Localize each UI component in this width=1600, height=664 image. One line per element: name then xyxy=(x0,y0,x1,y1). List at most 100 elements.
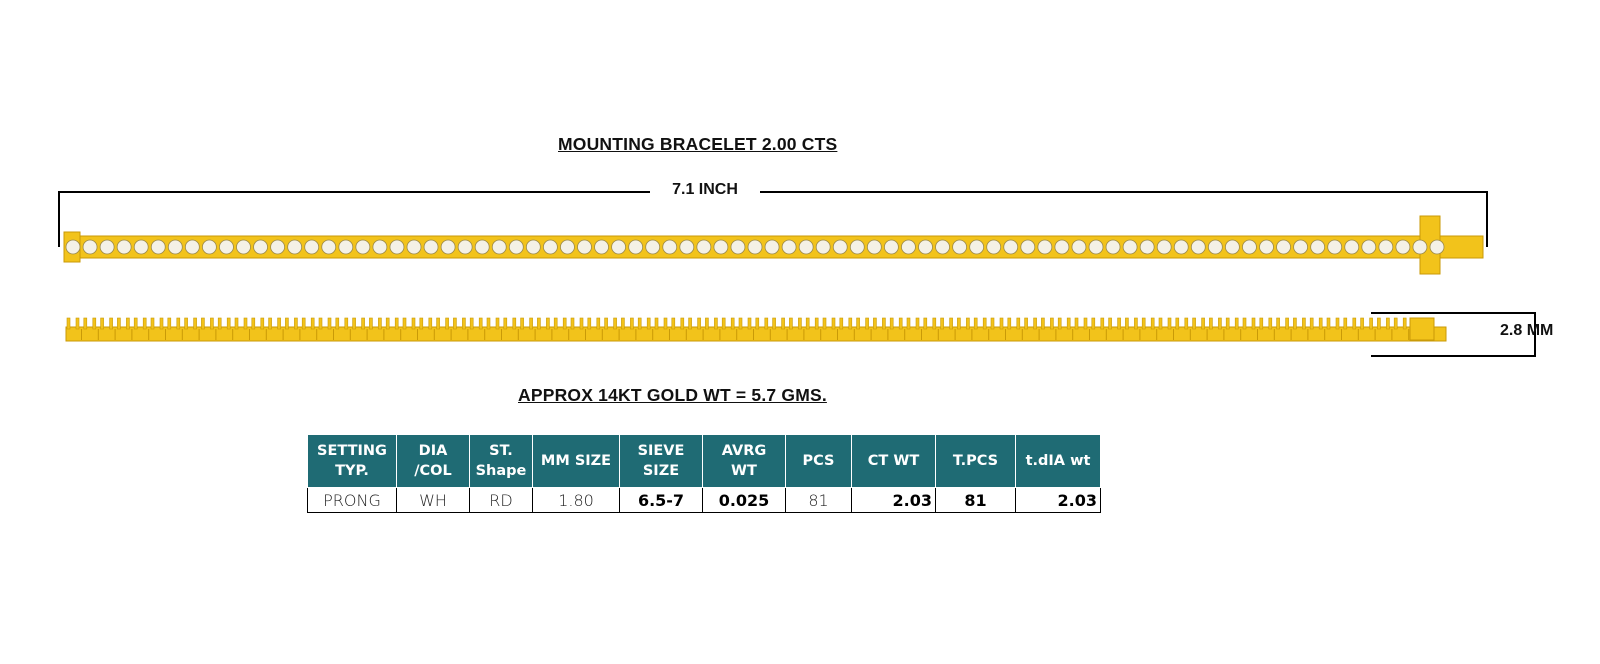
prong xyxy=(1033,317,1037,330)
prong xyxy=(210,317,214,330)
prong xyxy=(251,317,256,330)
stone xyxy=(423,239,439,255)
prong xyxy=(705,317,709,330)
stone xyxy=(628,239,644,255)
bracelet-top-view xyxy=(63,215,1484,275)
prong xyxy=(1242,317,1247,330)
prong xyxy=(949,317,953,330)
stone xyxy=(116,239,132,255)
stone xyxy=(1412,239,1428,255)
stone xyxy=(133,239,149,255)
stone xyxy=(1344,239,1360,255)
prong xyxy=(671,317,676,330)
prong xyxy=(923,317,928,330)
prong xyxy=(1150,317,1155,330)
stone xyxy=(253,239,268,255)
prong xyxy=(234,317,239,330)
prong xyxy=(646,317,651,330)
prong xyxy=(75,317,80,330)
prong xyxy=(848,317,853,330)
prong xyxy=(109,317,113,330)
header-ct-wt: CT WT xyxy=(851,434,936,488)
stone xyxy=(560,239,575,255)
prong xyxy=(1016,317,1021,330)
prong xyxy=(1057,317,1062,330)
length-dimension-label: 7.1 INCH xyxy=(650,181,760,199)
prong xyxy=(1369,317,1373,330)
prong xyxy=(419,317,424,330)
prong xyxy=(503,317,508,330)
prong xyxy=(1158,317,1163,330)
prong xyxy=(294,317,298,330)
prong xyxy=(1134,317,1138,330)
prong xyxy=(596,317,601,330)
stone xyxy=(832,239,848,255)
prong xyxy=(957,317,961,330)
prong xyxy=(999,317,1004,330)
prong xyxy=(730,317,735,330)
prong xyxy=(1167,317,1172,330)
prong xyxy=(1268,317,1273,330)
stone xyxy=(1020,239,1036,255)
prong xyxy=(1209,317,1213,330)
stone xyxy=(781,239,797,255)
prong xyxy=(798,317,802,330)
stone xyxy=(1037,239,1053,255)
prong xyxy=(747,317,752,330)
stone xyxy=(952,239,967,255)
prong xyxy=(226,317,231,330)
stone xyxy=(525,239,541,255)
prong xyxy=(982,317,987,330)
prong xyxy=(1041,317,1045,330)
length-dimension-line xyxy=(58,191,1488,247)
prong xyxy=(1141,317,1146,330)
prong xyxy=(520,317,524,330)
prong xyxy=(781,317,785,330)
prong xyxy=(469,317,474,330)
prong xyxy=(512,317,517,330)
prong xyxy=(637,317,642,330)
prong xyxy=(529,317,533,330)
cell-pcs: 81 xyxy=(785,487,852,513)
stone xyxy=(1105,239,1121,255)
prong xyxy=(201,317,205,330)
prong xyxy=(889,317,894,330)
document-title: MOUNTING BRACELET 2.00 CTS xyxy=(558,134,838,154)
clasp-side-view xyxy=(1409,317,1435,341)
prong xyxy=(1007,317,1012,330)
prong xyxy=(865,317,869,330)
stone xyxy=(849,239,865,255)
prong xyxy=(873,317,877,330)
prong xyxy=(66,317,71,330)
prong xyxy=(150,317,155,330)
stone xyxy=(764,239,780,255)
cell-avrg-wt: 0.025 xyxy=(702,487,786,513)
stone xyxy=(798,239,814,255)
stone xyxy=(1429,239,1445,255)
cell-total-pcs: 81 xyxy=(935,487,1016,513)
prong xyxy=(1377,317,1381,330)
prong xyxy=(1117,317,1121,330)
prong xyxy=(1343,317,1348,330)
prong xyxy=(1309,317,1314,330)
prong xyxy=(1024,317,1028,330)
table-row: PRONG WH RD 1.80 6.5-7 0.025 81 2.03 81 … xyxy=(307,487,1101,513)
stone xyxy=(935,239,950,255)
prong xyxy=(1285,317,1289,330)
stone xyxy=(1003,239,1019,255)
prong xyxy=(856,317,860,330)
prong xyxy=(285,317,289,330)
prong xyxy=(133,317,138,330)
header-stone-shape: ST.Shape xyxy=(469,434,533,488)
stone xyxy=(662,239,678,255)
stone xyxy=(1190,239,1206,255)
prong xyxy=(1100,317,1105,330)
prong xyxy=(663,317,668,330)
prong xyxy=(621,317,625,330)
stone xyxy=(1122,239,1138,255)
prong xyxy=(184,317,188,330)
prong xyxy=(310,317,315,330)
prong xyxy=(436,317,440,330)
